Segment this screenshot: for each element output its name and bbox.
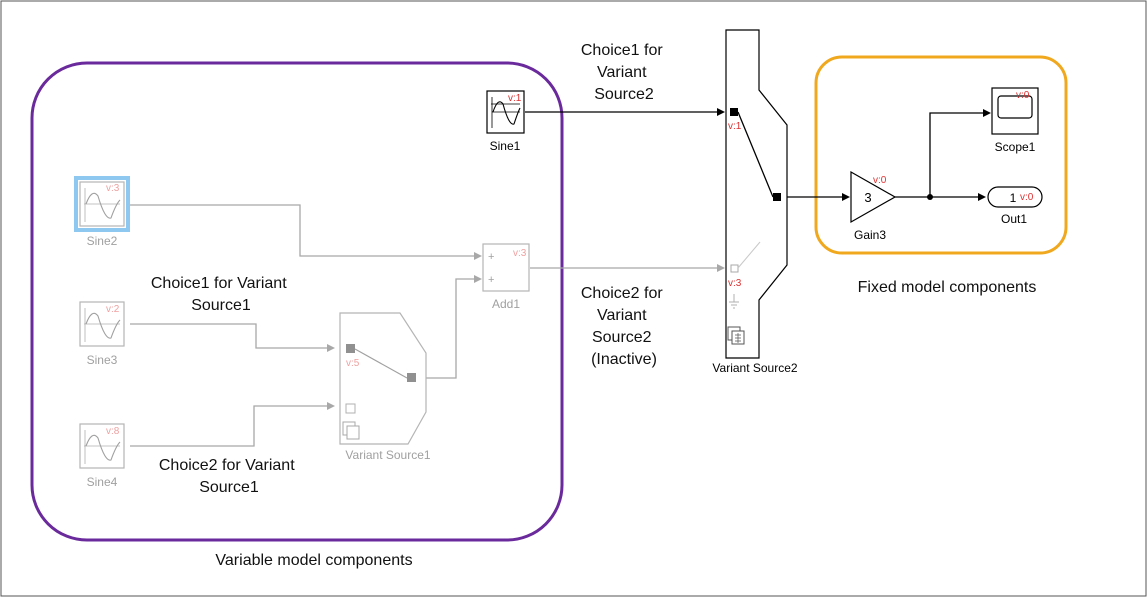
sine-wave-icon	[85, 434, 121, 461]
ground-icon	[729, 294, 739, 309]
arrowhead	[717, 108, 725, 116]
variant-source1-label: Variant Source1	[345, 448, 430, 462]
signal-line-sine4[interactable]	[130, 405, 327, 447]
annotation-choice1-vs1: Choice1 for Variant Source1	[151, 275, 291, 314]
scope1-block[interactable]: v:0	[991, 87, 1039, 135]
annotation-choice1-vs2: Choice1 for Variant Source2	[581, 42, 667, 103]
sine4-block[interactable]: v:8	[79, 423, 125, 469]
arrowhead	[717, 264, 725, 272]
out1-label: Out1	[1001, 212, 1027, 226]
arrowhead	[842, 193, 850, 201]
inactive-port-marker	[345, 403, 356, 414]
variant-source2-block[interactable]: v:1 v:3	[725, 29, 788, 359]
sine3-label: Sine3	[87, 353, 118, 367]
arrowhead	[983, 109, 991, 117]
port2-variant-tag: v:3	[728, 278, 742, 289]
sine-axes-icon	[84, 188, 120, 222]
add1-block[interactable]: + + v:3	[482, 243, 530, 292]
sine1-label: Sine1	[490, 139, 521, 153]
sine-wave-icon	[492, 101, 521, 125]
arrowhead	[327, 402, 335, 410]
arrowhead	[978, 193, 986, 201]
variant-condition-tag: v:2	[106, 304, 120, 315]
variant-switch-line	[354, 348, 408, 379]
sine-wave-icon	[85, 312, 121, 339]
gain-value: 3	[864, 190, 871, 205]
grid-icon	[735, 333, 741, 343]
fixed-components-label: Fixed model components	[858, 279, 1037, 296]
fixed-components-group	[814, 55, 1068, 255]
signal-line-to-scope1[interactable]	[929, 112, 983, 197]
signal-line-sine3[interactable]	[130, 323, 327, 349]
sine-wave-icon	[85, 192, 121, 219]
variant-condition-tag: v:0	[1016, 90, 1030, 101]
add-port-sign: +	[488, 274, 494, 286]
annotation-choice2-vs1: Choice2 for Variant Source1	[159, 457, 299, 496]
variant-condition-tag: v:1	[508, 93, 522, 104]
signal-line-sine2[interactable]	[130, 204, 474, 257]
sine2-block[interactable]: v:3	[74, 176, 130, 232]
variable-components-group	[30, 61, 564, 542]
active-port-marker	[346, 344, 355, 353]
scope-screen-icon	[997, 95, 1033, 119]
sine-axes-icon	[84, 308, 120, 342]
variant-badge-icon	[346, 425, 360, 440]
output-port-marker	[773, 193, 781, 201]
arrowhead	[474, 275, 482, 283]
out-port-number: 1	[1010, 191, 1017, 205]
annotation-choice2-vs2: Choice2 for Variant Source2 (Inactive)	[581, 285, 667, 368]
inactive-switch-line	[737, 241, 761, 269]
selection-highlight	[74, 176, 130, 232]
gain3-label: Gain3	[854, 228, 886, 242]
variant-condition-tag: v:3	[106, 183, 120, 194]
variable-components-label: Variable model components	[215, 552, 412, 569]
variant-switch-line	[737, 111, 774, 198]
add-port-sign: +	[488, 251, 494, 263]
variant-condition-tag: v:0	[873, 175, 887, 186]
variant-source2-label: Variant Source2	[712, 361, 797, 375]
arrowhead	[474, 252, 482, 260]
variant-condition-tag: v:8	[106, 426, 120, 437]
arrowhead	[327, 344, 335, 352]
sine-axes-icon	[84, 430, 120, 464]
sine1-block[interactable]: v:1	[486, 90, 525, 134]
active-port-marker	[730, 108, 738, 116]
scope1-label: Scope1	[995, 140, 1036, 154]
add1-label: Add1	[492, 297, 520, 311]
signal-line-vs1-out[interactable]	[426, 278, 474, 379]
variant-condition-tag: v:3	[513, 248, 527, 259]
sine3-block[interactable]: v:2	[79, 301, 125, 347]
sine4-label: Sine4	[87, 475, 118, 489]
inactive-port-marker	[730, 264, 739, 273]
port1-variant-tag: v:1	[728, 121, 742, 132]
sine2-label: Sine2	[87, 234, 118, 248]
variant-condition-tag: v:5	[346, 358, 360, 369]
output-port-marker	[407, 373, 416, 382]
variant-condition-tag: v:0	[1020, 192, 1034, 203]
gain3-block[interactable]: 3 v:0	[850, 170, 897, 224]
signal-lines	[130, 108, 991, 447]
sine-axes-icon	[491, 97, 520, 128]
variant-source1-block[interactable]: v:5	[339, 312, 427, 445]
out1-block[interactable]: 1 v:0	[987, 186, 1043, 208]
